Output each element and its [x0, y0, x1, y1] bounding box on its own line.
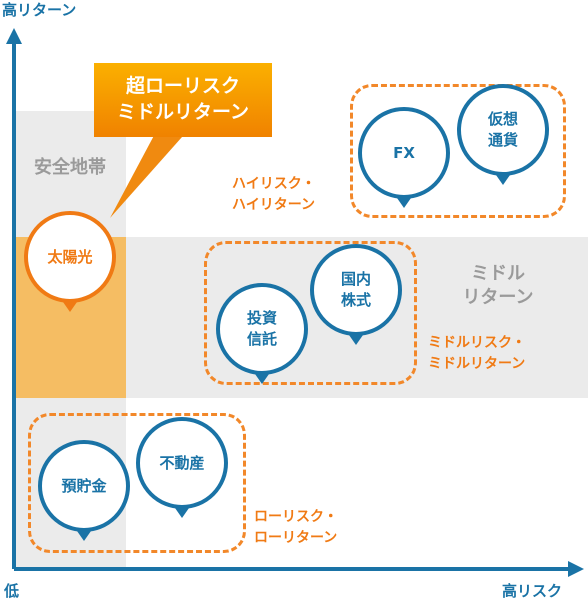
- bubble-fx: FX: [358, 107, 450, 208]
- bubble-stocks-circle: 国内 株式: [310, 244, 402, 336]
- bubble-realestate-tail: [175, 508, 189, 518]
- bubble-solar-circle: 太陽光: [24, 211, 116, 303]
- middle-return-label: ミドル リターン: [448, 262, 548, 311]
- bubble-crypto-label-line2: 通貨: [487, 131, 518, 149]
- callout-box: 超ローリスク ミドルリターン: [94, 63, 272, 137]
- bubble-savings-label: 預貯金: [61, 476, 107, 495]
- middle-risk-label-line2: ミドルリターン: [428, 356, 526, 372]
- callout-pointer: [110, 128, 190, 218]
- high-risk-group: [350, 84, 566, 218]
- bubble-fx-label: FX: [393, 143, 415, 162]
- middle-return-label-line1: ミドル: [471, 263, 525, 284]
- bubble-fx-tail: [397, 198, 411, 208]
- bubble-savings-circle: 預貯金: [38, 440, 130, 532]
- bubble-crypto-label-line1: 仮想: [487, 110, 518, 128]
- callout-line1: 超ローリスク: [125, 75, 240, 98]
- low-risk-label-line1: ローリスク・: [254, 509, 338, 525]
- high-risk-label: ハイリスク・ ハイリターン: [232, 174, 315, 216]
- middle-return-label-line2: リターン: [462, 287, 534, 309]
- bubble-fx-circle: FX: [358, 107, 450, 199]
- bubble-crypto-tail: [496, 175, 510, 185]
- low-risk-label-line2: ローリターン: [254, 530, 338, 546]
- bubble-savings-tail: [77, 531, 91, 541]
- bubble-trust-label-line2: 信託: [246, 330, 277, 348]
- middle-risk-group: [204, 241, 417, 385]
- bubble-trust: 投資 信託: [216, 283, 308, 384]
- origin-label: 低: [4, 582, 20, 600]
- bubble-solar-label: 太陽光: [47, 247, 93, 266]
- x-axis-label-right: 高リスク: [502, 582, 563, 600]
- bubble-stocks-tail: [349, 335, 363, 345]
- bubble-stocks-label-line1: 国内: [340, 270, 371, 288]
- bubble-stocks: 国内 株式: [310, 244, 402, 345]
- x-axis-arrowhead: [568, 561, 584, 577]
- bubble-trust-circle: 投資 信託: [216, 283, 308, 375]
- bubble-trust-label-line1: 投資: [246, 309, 277, 327]
- bubble-realestate-circle: 不動産: [136, 417, 228, 509]
- low-risk-group: [28, 413, 246, 553]
- bubble-realestate-label: 不動産: [159, 453, 205, 472]
- bubble-realestate: 不動産: [136, 417, 228, 518]
- y-axis-arrowhead: [6, 28, 22, 44]
- callout-line2: ミドルリターン: [116, 101, 250, 123]
- middle-risk-label: ミドルリスク・ ミドルリターン: [428, 333, 526, 375]
- high-risk-label-line1: ハイリスク・: [232, 176, 316, 192]
- bubble-solar: 太陽光: [24, 211, 116, 312]
- y-axis-label-top: 高リターン: [2, 1, 77, 19]
- high-risk-label-line2: ハイリターン: [232, 197, 316, 213]
- bubble-crypto-circle: 仮想 通貨: [457, 84, 549, 176]
- low-risk-label: ローリスク・ ローリターン: [254, 507, 338, 549]
- bubble-crypto: 仮想 通貨: [457, 84, 549, 185]
- middle-risk-label-line1: ミドルリスク・: [428, 335, 526, 351]
- bubble-solar-tail: [63, 302, 77, 312]
- bubble-trust-tail: [255, 374, 269, 384]
- bubble-stocks-label-line2: 株式: [340, 291, 371, 309]
- bubble-savings: 預貯金: [38, 440, 130, 541]
- safe-zone-label: 安全地帯: [34, 157, 106, 178]
